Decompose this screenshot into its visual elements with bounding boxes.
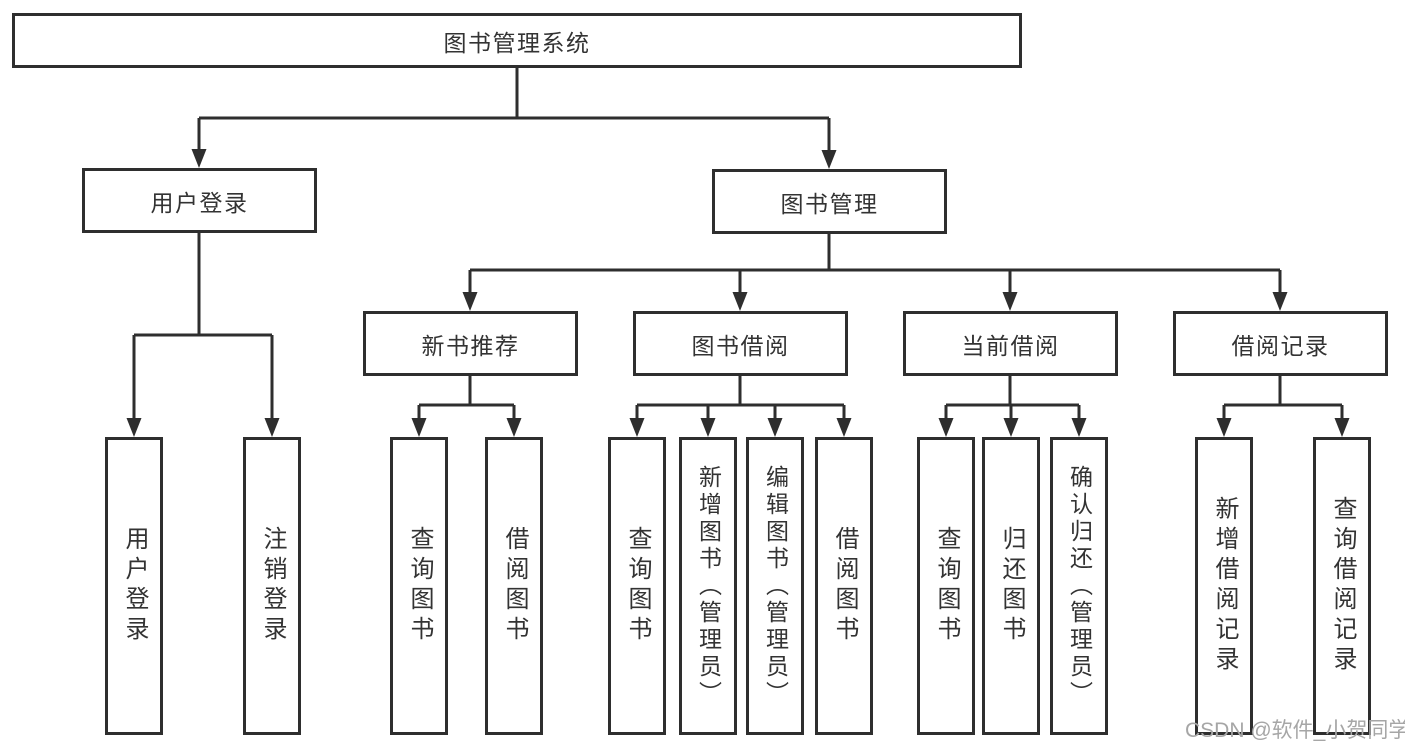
- leaf-borrow-books: 借阅图书: [815, 437, 873, 735]
- leaf-logout: 注销登录: [243, 437, 301, 735]
- leaf-confirm-return-admin: 确认归还（管理员）: [1050, 437, 1108, 735]
- node-book-management-branch: 图书管理: [712, 169, 947, 234]
- node-current-borrow: 当前借阅: [903, 311, 1118, 376]
- leaf-add-borrow-record: 新增借阅记录: [1195, 437, 1253, 735]
- leaf-borrow-books-recommend: 借阅图书: [485, 437, 543, 735]
- leaf-query-books-current: 查询图书: [917, 437, 975, 735]
- leaf-edit-books-admin: 编辑图书（管理员）: [746, 437, 804, 735]
- connector-recommend-children: [417, 376, 516, 424]
- leaf-query-books-borrow: 查询图书: [608, 437, 666, 735]
- watermark: CSDN @软件_小贺同学: [1185, 719, 1405, 742]
- node-borrow-records: 借阅记录: [1173, 311, 1388, 376]
- connector-user-login-children: [132, 233, 274, 424]
- leaf-query-borrow-record: 查询借阅记录: [1313, 437, 1371, 735]
- node-root-system: 图书管理系统: [12, 13, 1022, 68]
- node-user-login-branch: 用户登录: [82, 168, 317, 233]
- connector-records-children: [1222, 376, 1344, 424]
- leaf-add-books-admin: 新增图书（管理员）: [679, 437, 737, 735]
- leaf-user-login: 用户登录: [105, 437, 163, 735]
- connector-borrow-children: [635, 376, 846, 424]
- connector-book-mgmt-children: [468, 234, 1282, 298]
- connector-current-children: [944, 376, 1081, 424]
- connector-root-to-level2: [197, 68, 831, 155]
- arrowheads: [126, 149, 1350, 437]
- leaf-query-books-recommend: 查询图书: [390, 437, 448, 735]
- node-book-borrow: 图书借阅: [633, 311, 848, 376]
- node-new-book-recommend: 新书推荐: [363, 311, 578, 376]
- leaf-return-books: 归还图书: [982, 437, 1040, 735]
